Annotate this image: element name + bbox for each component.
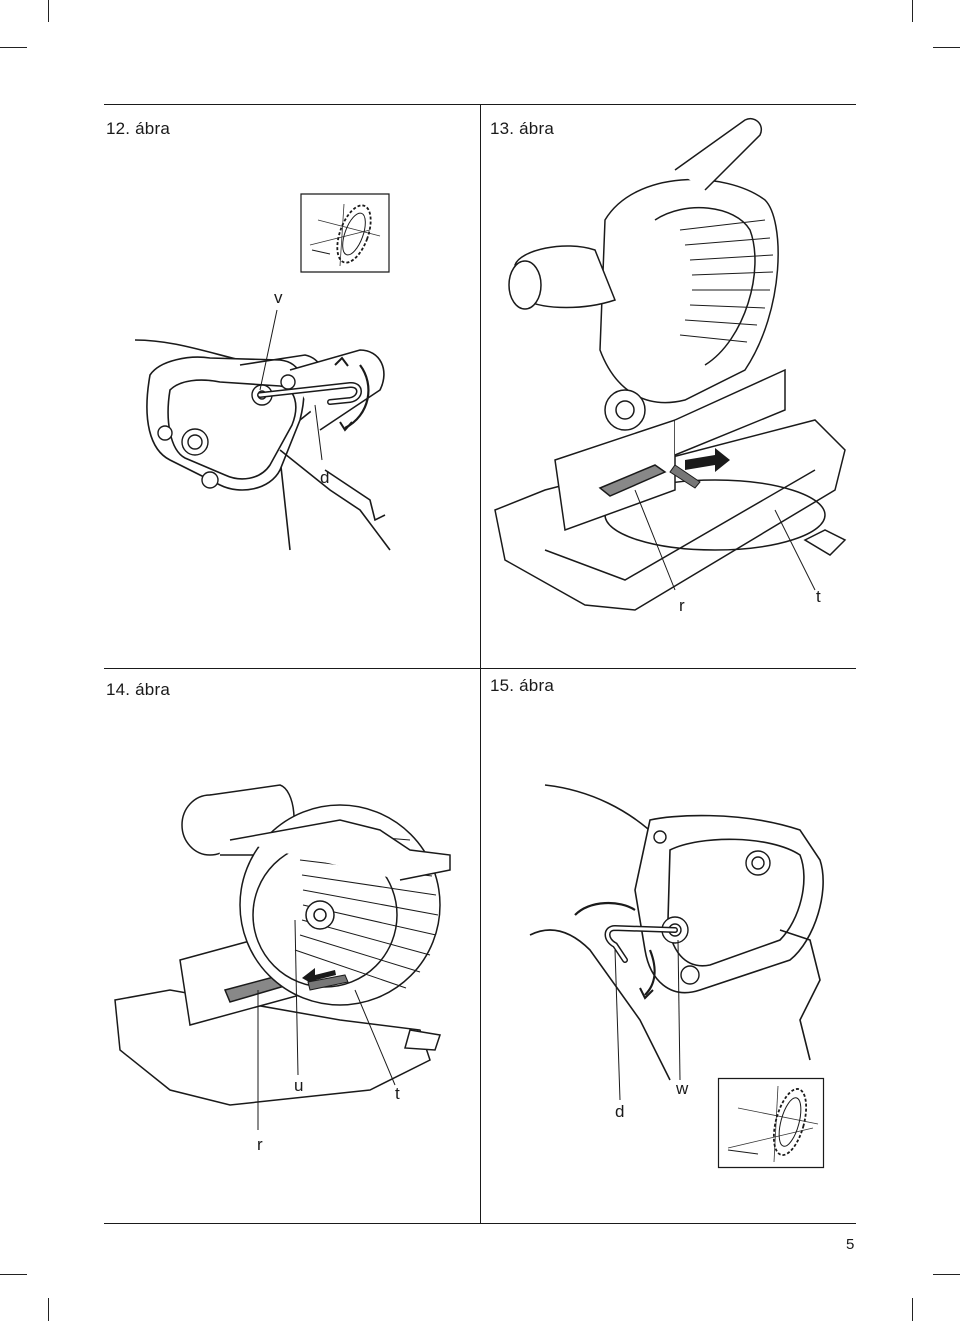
grid-line-vertical <box>480 104 481 1224</box>
label-t-fig14: t <box>395 1084 400 1103</box>
crop-mark <box>912 0 913 22</box>
label-t-fig13: t <box>816 587 821 606</box>
crop-mark <box>48 0 49 22</box>
label-d-fig12: d <box>320 468 330 487</box>
figure-15-caption: 15. ábra <box>490 676 554 695</box>
crop-mark <box>933 47 960 48</box>
label-r-fig13: r <box>679 596 685 615</box>
blade-alignment-inset <box>301 194 389 272</box>
figure-13-caption: 13. ábra <box>490 119 554 138</box>
page-number: 5 <box>846 1236 855 1253</box>
crop-mark <box>0 47 27 48</box>
crop-mark <box>48 1298 49 1321</box>
label-d-fig15: d <box>615 1102 625 1121</box>
crop-mark <box>912 1298 913 1321</box>
figure-13-illustration <box>485 110 855 620</box>
figure-15-illustration <box>510 780 830 1090</box>
figure-14-caption: 14. ábra <box>106 680 170 699</box>
blade-alignment-inset-fig15 <box>718 1078 824 1168</box>
crop-mark <box>933 1274 960 1275</box>
label-u: u <box>294 1076 304 1095</box>
crop-mark <box>0 1274 27 1275</box>
figure-12-illustration <box>130 190 480 550</box>
figure-14-illustration <box>110 760 470 1120</box>
label-w: w <box>676 1079 689 1098</box>
label-r-fig14: r <box>257 1135 263 1154</box>
label-v: v <box>274 288 283 307</box>
figure-12-caption: 12. ábra <box>106 119 170 138</box>
